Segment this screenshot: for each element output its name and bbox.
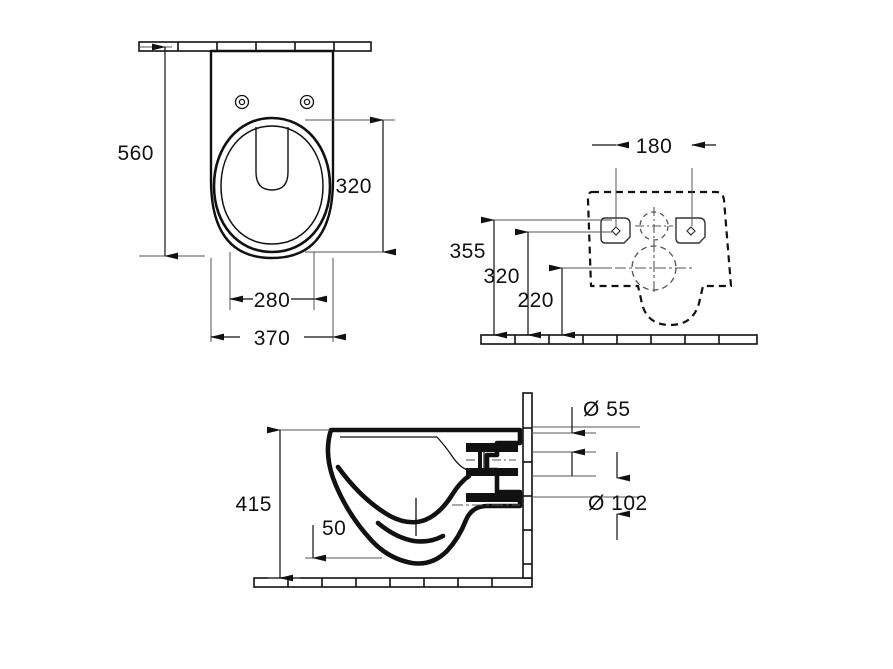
plan-fixing-hole-right [299,94,315,110]
dim-355: 355 [449,216,507,339]
section-bowl-outer [325,427,523,566]
view-section: 415 50 Ø 55 Ø 102 [235,392,648,588]
dim-320-plan-label: 320 [335,175,372,198]
dim-320-rear-label: 320 [483,265,520,288]
dim-180-label: 180 [636,135,673,158]
dim-220-label: 220 [517,289,554,312]
rear-outlet-circle [615,241,693,295]
dim-50-label: 50 [322,517,346,540]
rear-flush-inlet-circle [635,207,673,245]
dim-415: 415 [235,426,293,582]
view-plan: 560 320 280 370 [117,41,396,350]
dim-dia-102-label: Ø 102 [588,492,648,515]
section-wall-band [522,392,533,579]
dim-560-label: 560 [117,142,154,165]
plan-body-outline [209,49,335,260]
plan-fixing-hole-left [234,94,250,110]
dim-dia-55-label: Ø 55 [583,398,631,421]
dim-dia-102: Ø 102 [588,452,648,540]
dim-280-label: 280 [254,289,291,312]
dim-320-plan: 320 [335,116,396,256]
rear-floor-band [480,334,758,345]
dim-220: 220 [517,264,575,339]
plan-seat-ring-outer [212,116,332,254]
section-floor-band [253,577,533,588]
dim-50: 50 [312,517,346,562]
plan-bowl-tongue [255,127,289,191]
dim-560: 560 [117,43,178,260]
dim-355-label: 355 [449,240,486,263]
rear-body-dashed-outline [586,190,733,327]
section-inner-bowl-wall [335,464,472,525]
dim-280: 280 [229,289,327,312]
plan-seat-ring-inner [220,125,324,245]
dim-370-label: 370 [254,327,291,350]
dim-415-label: 415 [235,493,272,516]
dim-180: 180 [592,135,716,158]
plan-wall-band [138,41,372,52]
rear-fixing-bolt-right [675,217,706,244]
dim-370: 370 [210,327,346,350]
view-rear: 180 355 320 220 [449,135,758,345]
section-outlet-spigot [415,443,520,536]
dim-320-rear: 320 [483,228,541,339]
dim-dia-55: Ø 55 [571,398,631,476]
section-trap-curve [375,520,446,544]
